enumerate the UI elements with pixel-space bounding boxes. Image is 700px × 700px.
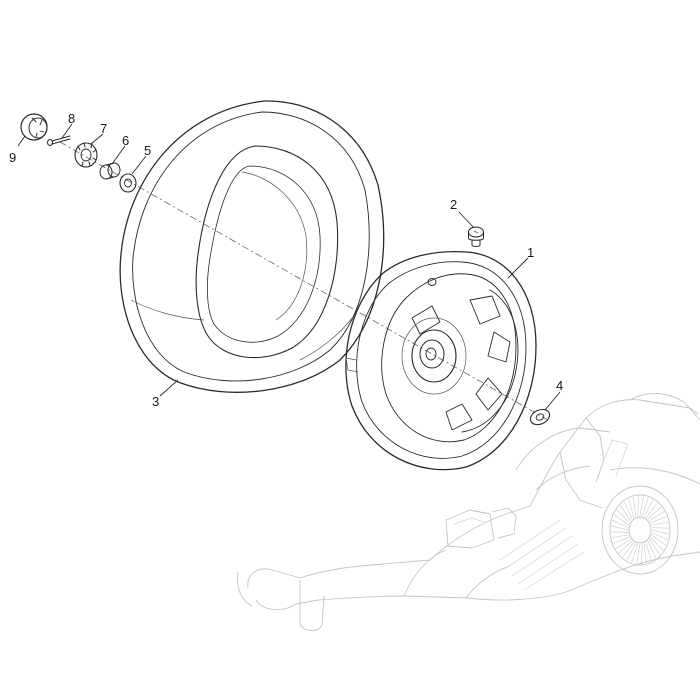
leader-8 bbox=[61, 123, 73, 139]
fan-fin bbox=[651, 534, 667, 546]
leader-2 bbox=[458, 211, 475, 229]
callouts: 1 2 3 4 5 6 7 8 9 bbox=[9, 111, 563, 409]
fan-fin bbox=[651, 529, 669, 535]
fan-fin bbox=[647, 506, 662, 520]
fan-fin bbox=[643, 543, 647, 564]
leader-7 bbox=[90, 133, 104, 145]
fan-fin bbox=[650, 516, 667, 524]
fan-fin bbox=[651, 527, 670, 529]
fan-fin bbox=[636, 543, 641, 564]
cooling-fan-fins bbox=[610, 496, 670, 564]
callout-2: 2 bbox=[450, 197, 457, 212]
callout-9: 9 bbox=[9, 150, 16, 165]
fan-fin bbox=[616, 509, 630, 524]
fan-fin bbox=[651, 521, 669, 526]
fan-fin bbox=[639, 496, 644, 517]
callout-5: 5 bbox=[144, 143, 151, 158]
fan-fin bbox=[613, 514, 629, 526]
callout-4: 4 bbox=[556, 378, 563, 393]
fan-fin bbox=[633, 496, 637, 517]
fan-fin bbox=[649, 511, 665, 522]
engine-swingarm-ghost bbox=[237, 393, 700, 631]
fan-fin bbox=[612, 519, 629, 528]
callout-1: 1 bbox=[527, 245, 534, 260]
fan-fin bbox=[647, 540, 657, 559]
spacer-bush bbox=[99, 162, 121, 180]
fan-fin bbox=[645, 502, 658, 519]
tyre bbox=[119, 100, 385, 393]
fan-fin bbox=[643, 499, 654, 517]
leader-lines bbox=[17, 123, 561, 411]
callout-8: 8 bbox=[68, 111, 75, 126]
fan-fin bbox=[641, 497, 649, 517]
fan-fin bbox=[650, 536, 664, 551]
leader-5 bbox=[131, 155, 147, 175]
fan-fin bbox=[613, 536, 630, 544]
flat-washer bbox=[119, 173, 137, 193]
fan-fin bbox=[618, 540, 633, 554]
leader-1 bbox=[507, 257, 529, 279]
fan-fin bbox=[619, 505, 632, 522]
fan-fin bbox=[637, 496, 639, 517]
fan-fin bbox=[645, 542, 652, 562]
fan-fin bbox=[648, 538, 661, 555]
hub-cap bbox=[20, 113, 48, 141]
leader-3 bbox=[159, 379, 179, 397]
fan-fin bbox=[631, 543, 639, 563]
callout-7: 7 bbox=[100, 121, 107, 136]
screw bbox=[468, 226, 484, 247]
leader-4 bbox=[544, 391, 561, 411]
fan-fin bbox=[623, 501, 633, 520]
wheel-axis-line bbox=[59, 141, 549, 421]
fan-fin bbox=[622, 541, 635, 558]
callout-3: 3 bbox=[152, 394, 159, 409]
fan-fin bbox=[651, 532, 668, 541]
fan-fin bbox=[611, 534, 629, 539]
washer bbox=[529, 408, 551, 426]
fan-fin bbox=[641, 543, 643, 564]
callout-6: 6 bbox=[122, 133, 129, 148]
wheel-rim bbox=[345, 250, 537, 471]
leader-6 bbox=[111, 145, 126, 165]
cotter-pin bbox=[47, 135, 71, 146]
leader-9 bbox=[17, 135, 26, 147]
fan-fin bbox=[628, 498, 635, 518]
fan-fin bbox=[611, 525, 629, 531]
fan-fin bbox=[615, 538, 631, 549]
castellated-nut bbox=[74, 142, 98, 168]
fan-fin bbox=[626, 543, 637, 561]
fan-fin bbox=[610, 531, 629, 533]
